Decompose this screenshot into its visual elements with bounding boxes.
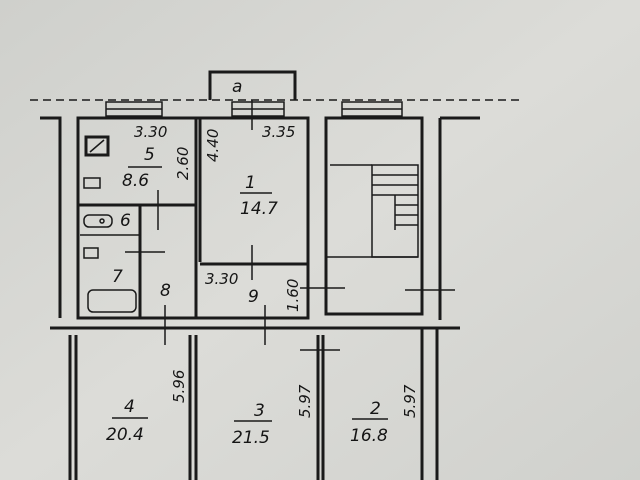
room-7-number: 7: [112, 267, 123, 287]
dim-room2-depth: 5.97: [401, 384, 419, 418]
room-5-area: 8.6: [122, 171, 149, 191]
room-2-area: 16.8: [350, 426, 388, 446]
room-9-number: 9: [248, 287, 259, 307]
room-3-number: 3: [254, 401, 265, 421]
staircase: [326, 164, 419, 258]
balcony: a: [208, 70, 297, 100]
door-marks: [125, 100, 455, 351]
room-3-area: 21.5: [232, 428, 270, 448]
room-1-number: 1: [245, 173, 256, 193]
room-2-number: 2: [370, 399, 381, 419]
toilet-icon: [83, 214, 113, 228]
balcony-label: a: [232, 77, 242, 97]
stove-icon: [84, 135, 110, 157]
sink-icon: [83, 177, 101, 189]
fixtures: [83, 135, 137, 313]
windows: [105, 101, 403, 117]
room-6-number: 6: [120, 211, 131, 231]
room-5-number: 5: [144, 145, 155, 165]
room-1-area: 14.7: [240, 199, 278, 219]
dim-room4-depth: 5.96: [170, 370, 188, 403]
room-labels: 5 8.6 1 14.7 6 7 8 9 4 20.4 3 21.5 2 16.…: [106, 145, 388, 448]
dim-room1-depth: 4.40: [204, 129, 222, 162]
dim-room9-depth: 1.60: [284, 279, 302, 312]
dim-room1-width: 3.35: [262, 123, 295, 141]
room-4-area: 20.4: [106, 425, 144, 445]
room-8-number: 8: [160, 281, 171, 301]
washbasin-icon: [83, 247, 99, 259]
dim-room5-width: 3.30: [134, 123, 167, 141]
dim-room5-depth: 2.60: [174, 147, 192, 180]
bathtub-icon: [87, 289, 137, 313]
room-4-number: 4: [124, 397, 135, 417]
dim-room9-width: 3.30: [205, 270, 238, 288]
walls: [40, 116, 480, 480]
dim-room3-depth: 5.97: [296, 384, 314, 418]
dimension-labels: 3.30 3.35 3.30 2.60 4.40 1.60 5.96 5.97 …: [134, 123, 419, 418]
